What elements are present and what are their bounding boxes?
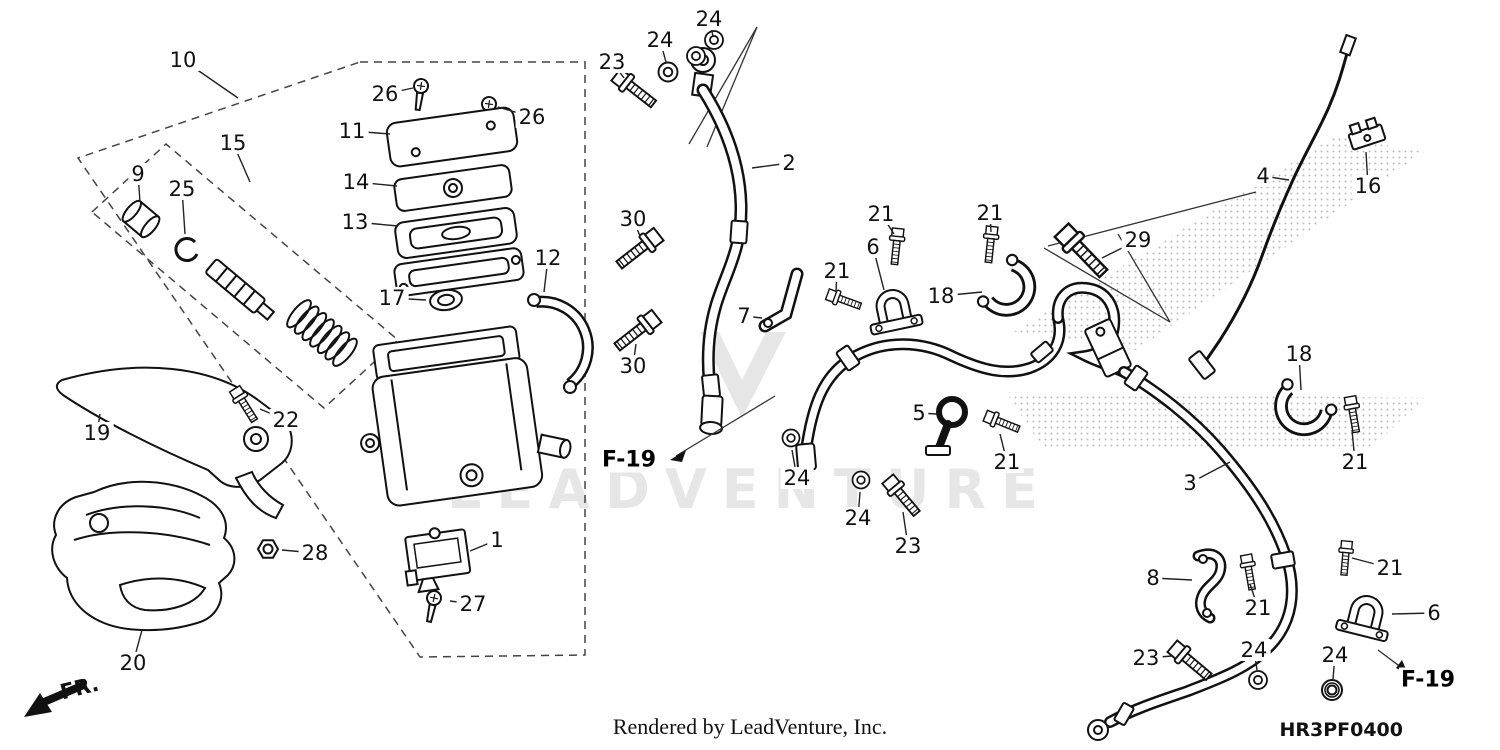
callout-1[interactable]: 1 xyxy=(487,529,507,551)
callout-6[interactable]: 6 xyxy=(1424,602,1444,624)
part-28-pivot-nut xyxy=(256,539,280,559)
callout-12[interactable]: 12 xyxy=(531,247,565,269)
piston-kit-boundary-dashed xyxy=(90,143,400,409)
master-cylinder-body xyxy=(360,325,572,507)
callout-18[interactable]: 18 xyxy=(1282,343,1316,365)
callout-21[interactable]: 21 xyxy=(864,203,898,225)
callout-7[interactable]: 7 xyxy=(734,305,754,327)
callout-6[interactable]: 6 xyxy=(863,236,883,258)
part-5-clamp xyxy=(925,396,968,456)
callout-21[interactable]: 21 xyxy=(990,451,1024,473)
callout-8[interactable]: 8 xyxy=(1143,567,1163,589)
center-hose-assembly xyxy=(781,281,1132,521)
part-11-reservoir-cap xyxy=(385,106,519,168)
part-20-lever-cover xyxy=(51,480,236,632)
assembly-boundary-dashed xyxy=(76,61,586,658)
fr-direction-arrow xyxy=(24,680,88,717)
f19-arrow-left xyxy=(670,395,776,462)
part-12-holder-clamp xyxy=(527,293,594,394)
callout-9[interactable]: 9 xyxy=(128,163,148,185)
callout-23[interactable]: 23 xyxy=(891,535,925,557)
callout-30[interactable]: 30 xyxy=(616,208,650,230)
callout-24[interactable]: 24 xyxy=(841,507,875,529)
callout-21[interactable]: 21 xyxy=(820,260,854,282)
callout-30[interactable]: 30 xyxy=(616,355,650,377)
ref-marker-f19[interactable]: F-19 xyxy=(1398,667,1458,693)
part-13-diaphragm xyxy=(394,206,518,260)
callout-21[interactable]: 21 xyxy=(1241,597,1275,619)
callout-28[interactable]: 28 xyxy=(298,542,332,564)
part-3-rear-brake-hose xyxy=(1087,364,1298,741)
part-7-hose-bracket xyxy=(758,267,804,333)
watermark-logo xyxy=(700,332,786,418)
callout-18[interactable]: 18 xyxy=(924,285,958,307)
part-8-bracket xyxy=(1192,548,1227,624)
ref-marker-f19[interactable]: F-19 xyxy=(599,447,659,473)
callout-11[interactable]: 11 xyxy=(335,120,369,142)
callout-27[interactable]: 27 xyxy=(456,593,490,615)
watermark-text: LEADVENTURE xyxy=(447,458,1053,521)
callout-23[interactable]: 23 xyxy=(595,51,629,73)
callout-19[interactable]: 19 xyxy=(80,422,114,444)
callout-23[interactable]: 23 xyxy=(1129,647,1163,669)
rendered-by-text: Rendered by LeadVenture, Inc. xyxy=(612,714,888,739)
callout-17[interactable]: 17 xyxy=(375,287,409,309)
piston-spring xyxy=(286,299,358,367)
callout-2[interactable]: 2 xyxy=(779,152,799,174)
callout-20[interactable]: 20 xyxy=(116,652,150,674)
callout-10[interactable]: 10 xyxy=(166,49,200,71)
diagram-code: HR3PF0400 xyxy=(1279,719,1403,741)
callout-29[interactable]: 29 xyxy=(1121,229,1155,251)
part-17-grommet xyxy=(429,288,463,312)
reservoir-rim xyxy=(393,247,525,297)
bottom-fasteners xyxy=(1164,637,1343,701)
callout-26[interactable]: 26 xyxy=(515,106,549,128)
part-25-circlip xyxy=(174,237,199,262)
callout-4[interactable]: 4 xyxy=(1253,165,1273,187)
halftone-shading xyxy=(1006,136,1424,450)
callout-24[interactable]: 24 xyxy=(692,8,726,30)
callout-21[interactable]: 21 xyxy=(973,202,1007,224)
part-14-set-plate xyxy=(393,164,513,212)
part-15-piston-set xyxy=(205,258,276,321)
callout-3[interactable]: 3 xyxy=(1180,472,1200,494)
callout-21[interactable]: 21 xyxy=(1373,557,1407,579)
callout-24[interactable]: 24 xyxy=(780,467,814,489)
callout-24[interactable]: 24 xyxy=(643,29,677,51)
callout-24[interactable]: 24 xyxy=(1318,644,1352,666)
callout-25[interactable]: 25 xyxy=(165,178,199,200)
callout-15[interactable]: 15 xyxy=(216,132,250,154)
callout-16[interactable]: 16 xyxy=(1351,175,1385,197)
callout-14[interactable]: 14 xyxy=(339,171,373,193)
callout-21[interactable]: 21 xyxy=(1338,451,1372,473)
part-9-bushing xyxy=(121,199,161,239)
callout-26[interactable]: 26 xyxy=(368,83,402,105)
callout-5[interactable]: 5 xyxy=(909,402,929,424)
callout-13[interactable]: 13 xyxy=(338,211,372,233)
callout-24[interactable]: 24 xyxy=(1237,639,1271,661)
part-16-pipe-clip xyxy=(1347,116,1387,151)
part-1-brake-switch xyxy=(404,527,472,594)
callout-22[interactable]: 22 xyxy=(269,409,303,431)
part-4-brake-pipe xyxy=(1188,33,1358,380)
